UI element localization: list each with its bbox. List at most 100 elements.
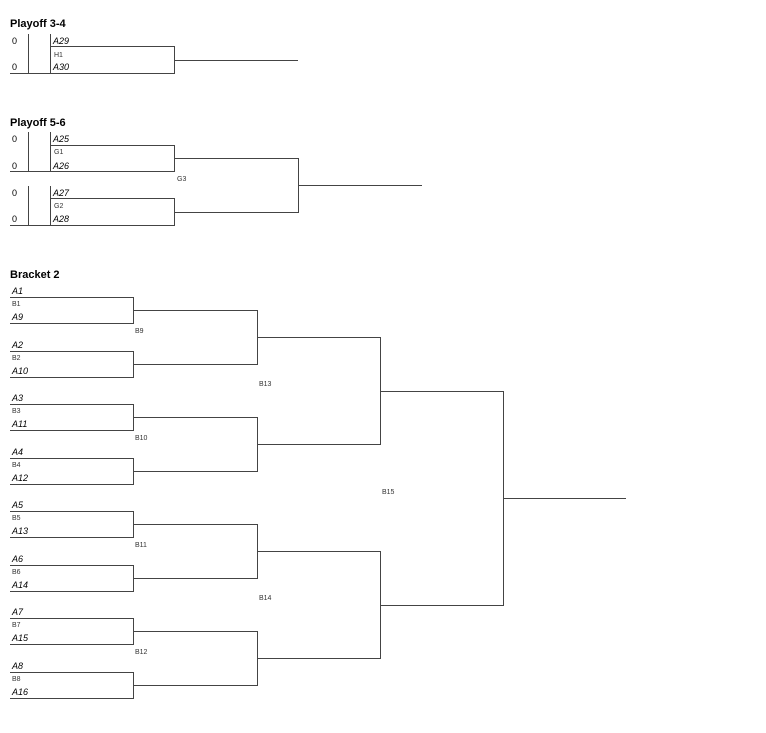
game-code: B8	[12, 676, 21, 683]
game-code: B10	[135, 435, 148, 442]
team-name: A15	[12, 633, 29, 643]
team-name: A9	[12, 312, 24, 322]
game-code: B12	[135, 649, 148, 656]
game-code: B4	[12, 462, 21, 469]
team-name: A30	[53, 62, 70, 72]
team-name: A27	[53, 188, 70, 198]
game-code: G3	[177, 176, 187, 183]
match-line	[10, 323, 134, 324]
game-code: B11	[135, 542, 147, 549]
team-name: A14	[12, 580, 29, 590]
winner-line	[503, 498, 626, 499]
team-name: A3	[12, 393, 24, 403]
divider	[50, 34, 51, 73]
match-line	[10, 404, 133, 405]
game-code: B9	[135, 328, 144, 335]
match-line	[10, 297, 133, 298]
game-code: B1	[12, 301, 21, 308]
match-line	[10, 458, 133, 459]
game-code: B2	[12, 355, 21, 362]
connector-line	[298, 158, 299, 213]
connector-line	[380, 605, 504, 606]
match-line	[10, 644, 134, 645]
team-name: A1	[12, 286, 24, 296]
playoff-3-4-title: Playoff 3-4	[10, 18, 66, 30]
game-code: B14	[259, 595, 272, 602]
connector-line	[380, 391, 503, 392]
connector-line	[133, 364, 258, 365]
match-line	[10, 225, 175, 226]
connector-line	[133, 417, 257, 418]
team-name: A4	[12, 447, 24, 457]
match-line	[10, 430, 134, 431]
team-name: A10	[12, 366, 29, 376]
match-line	[10, 618, 133, 619]
match-line	[51, 46, 175, 47]
match-line	[51, 145, 175, 146]
connector-line	[133, 524, 257, 525]
match-line	[10, 511, 133, 512]
match-line	[10, 73, 175, 74]
divider	[50, 132, 51, 172]
game-code: B6	[12, 569, 21, 576]
bracket-2-title: Bracket 2	[10, 269, 60, 281]
match-line	[10, 672, 133, 673]
team-name: A16	[12, 687, 29, 697]
game-code: G2	[54, 203, 64, 210]
match-line	[51, 198, 175, 199]
connector-line	[257, 551, 380, 552]
team-name: A5	[12, 500, 24, 510]
game-code: B15	[382, 489, 395, 496]
team-name: A7	[12, 607, 24, 617]
match-line	[10, 565, 133, 566]
match-line	[10, 484, 134, 485]
team-name: A29	[53, 36, 70, 46]
team-name: A12	[12, 473, 29, 483]
winner-line	[175, 60, 298, 61]
team-name: A25	[53, 134, 70, 144]
connector-line	[133, 631, 257, 632]
divider	[50, 186, 51, 225]
team-name: A13	[12, 526, 29, 536]
winner-line	[299, 185, 422, 186]
match-line	[174, 46, 175, 74]
connector-line	[133, 578, 258, 579]
divider	[28, 34, 29, 73]
team-score: 0	[12, 188, 18, 198]
team-name: A6	[12, 554, 24, 564]
match-line	[10, 591, 134, 592]
team-score: 0	[12, 62, 18, 72]
connector-line	[257, 337, 380, 338]
match-line	[10, 171, 175, 172]
connector-line	[175, 158, 299, 159]
match-line	[10, 698, 134, 699]
match-line	[10, 377, 134, 378]
connector-line	[133, 471, 258, 472]
connector-line	[133, 685, 258, 686]
match-line	[174, 145, 175, 172]
match-line	[10, 537, 134, 538]
divider	[28, 132, 29, 172]
game-code: H1	[54, 52, 63, 59]
match-line	[174, 198, 175, 226]
connector-line	[257, 658, 381, 659]
team-name: A11	[12, 419, 28, 429]
team-score: 0	[12, 134, 18, 144]
team-score: 0	[12, 214, 18, 224]
game-code: G1	[54, 149, 64, 156]
playoff-5-6-title: Playoff 5-6	[10, 117, 66, 129]
game-code: B7	[12, 622, 21, 629]
team-score: 0	[12, 36, 18, 46]
team-name: A8	[12, 661, 24, 671]
team-name: A2	[12, 340, 24, 350]
connector-line	[257, 444, 381, 445]
team-name: A26	[53, 161, 70, 171]
game-code: B5	[12, 515, 21, 522]
team-score: 0	[12, 161, 18, 171]
team-name: A28	[53, 214, 70, 224]
game-code: B3	[12, 408, 21, 415]
match-line	[10, 351, 133, 352]
connector-line	[133, 310, 257, 311]
divider	[28, 186, 29, 225]
game-code: B13	[259, 381, 272, 388]
